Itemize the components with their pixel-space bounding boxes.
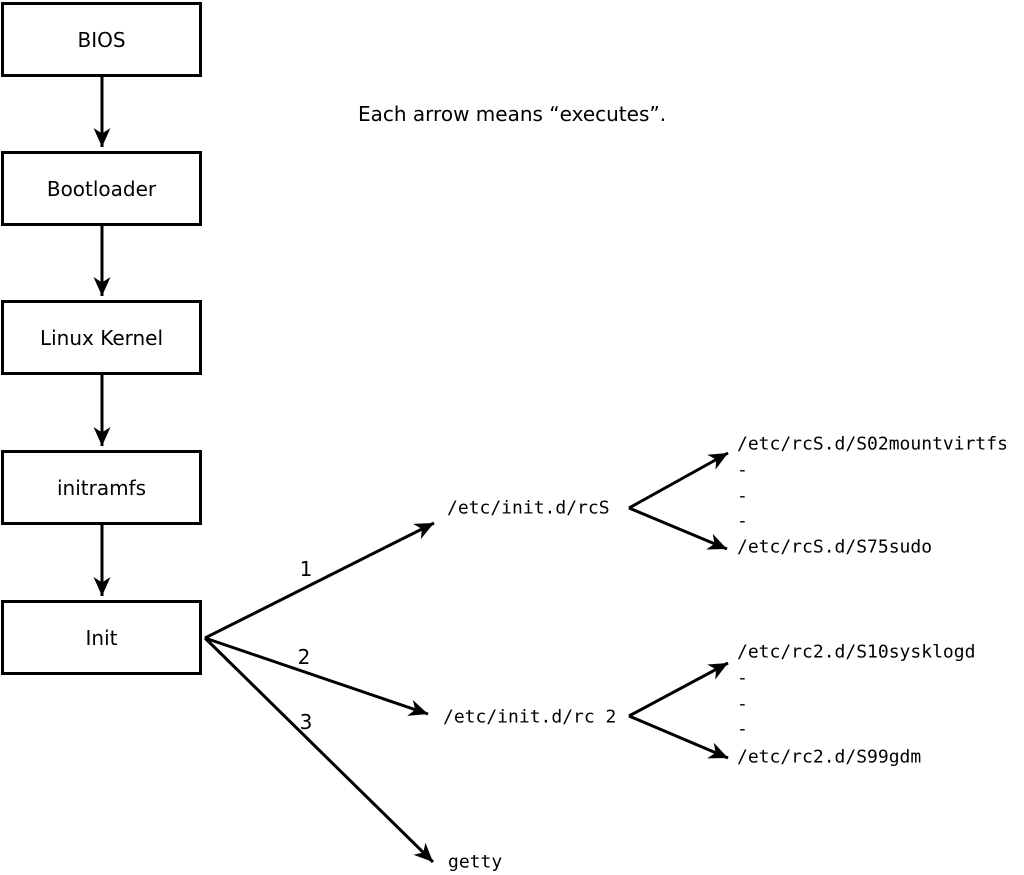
node-bootloader-label: Bootloader (46, 176, 157, 201)
list-item-ellipsis-dash: - (737, 667, 748, 689)
node-linux-kernel: Linux Kernel (1, 300, 202, 375)
node-bootloader: Bootloader (1, 151, 202, 226)
node-initramfs-label: initramfs (56, 475, 147, 500)
node-initramfs: initramfs (1, 450, 202, 525)
node-init: Init (1, 600, 202, 675)
list-item-ellipsis-dash: - (737, 485, 748, 507)
arrow-init-to-getty (203, 636, 435, 864)
list-item-ellipsis-dash: - (737, 693, 748, 715)
list-item-s10sysklogd: /etc/rc2.d/S10sysklogd (737, 641, 976, 663)
node-etc-init-d-rc2: /etc/init.d/rc 2 (443, 706, 617, 728)
list-item-ellipsis-dash: - (737, 459, 748, 481)
node-init-label: Init (85, 625, 118, 650)
node-etc-init-d-rcS: /etc/init.d/rcS (447, 497, 610, 519)
branch-number-3: 3 (299, 710, 313, 734)
node-bios: BIOS (1, 2, 202, 77)
list-item-ellipsis-dash: - (737, 718, 748, 740)
diagram-caption: Each arrow means “executes”. (358, 102, 667, 126)
list-item-s99gdm: /etc/rc2.d/S99gdm (737, 746, 922, 768)
list-item-s02mountvirtfs: /etc/rcS.d/S02mountvirtfs (737, 433, 1008, 455)
branch-number-1: 1 (299, 557, 313, 581)
list-item-s75sudo: /etc/rcS.d/S75sudo (737, 536, 933, 558)
arrow-rc2-to-s99gdm (628, 714, 729, 760)
arrow-rcS-to-s02mountvirtfs (628, 451, 729, 510)
node-linux-kernel-label: Linux Kernel (39, 325, 164, 350)
node-bios-label: BIOS (77, 27, 126, 52)
branch-number-2: 2 (297, 645, 311, 669)
arrow-rcS-to-s75sudo (628, 506, 728, 551)
arrow-init-to-rc2 (204, 636, 429, 716)
arrow-init-to-rcS (204, 521, 435, 640)
node-getty: getty (448, 851, 503, 873)
arrow-rc2-to-s10sysklogd (628, 661, 729, 718)
list-item-ellipsis-dash: - (737, 510, 748, 532)
